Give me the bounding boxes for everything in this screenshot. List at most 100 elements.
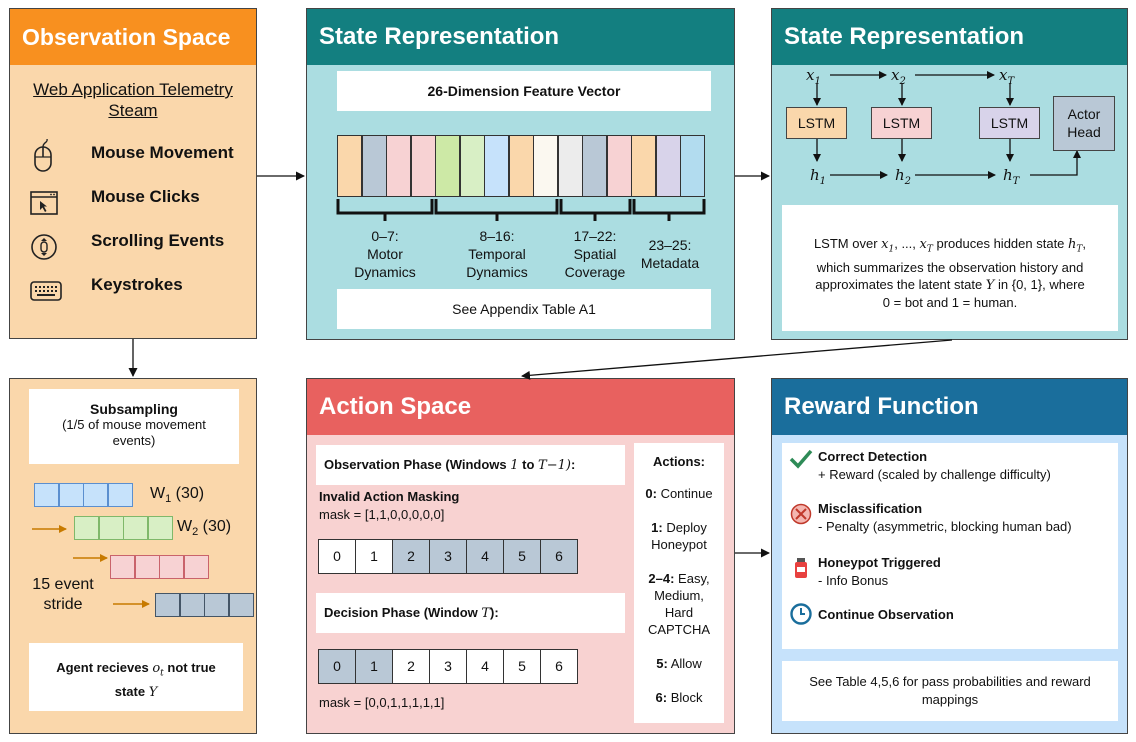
window-cell xyxy=(107,483,133,507)
h2-label: h2 xyxy=(895,166,912,187)
decision-phase-label: Decision Phase (Window T): xyxy=(316,593,625,633)
window-cell xyxy=(110,555,135,579)
feature-cell xyxy=(484,135,509,197)
action-mask-cell: 2 xyxy=(392,649,430,684)
appendix-note: See Appendix Table A1 xyxy=(337,289,711,329)
scrolling-events-label: Scrolling Events xyxy=(91,231,225,250)
window-cell xyxy=(83,483,108,507)
subsampling-panel: Subsampling (1/5 of mouse movement event… xyxy=(9,378,257,734)
state-representation-title: State Representation xyxy=(307,9,734,65)
group-spatial-coverage: 17–22: Spatial Coverage xyxy=(564,228,626,280)
click-window-icon xyxy=(30,191,58,215)
keystrokes-label: Keystrokes xyxy=(91,275,183,294)
group-motor-dynamics: 0–7: Motor Dynamics xyxy=(354,228,416,280)
masking-title: Invalid Action Masking xyxy=(319,489,460,504)
feature-cell xyxy=(508,135,534,197)
stride-arrows xyxy=(32,525,150,608)
group-temporal-dynamics: 8–16: Temporal Dynamics xyxy=(466,228,528,280)
window-2-label: W2 (30) xyxy=(177,518,232,539)
action-mask-cell: 4 xyxy=(466,649,504,684)
action-mask-cell: 1 xyxy=(355,649,393,684)
observation-space-title: Observation Space xyxy=(10,9,256,65)
honeypot-triggered-title: Honeypot Triggered xyxy=(818,555,941,570)
correct-detection-title: Correct Detection xyxy=(818,449,928,464)
observation-space-panel: Observation Space Web Application Teleme… xyxy=(9,8,257,339)
reward-table-note: See Table 4,5,6 for pass probabilities a… xyxy=(782,661,1118,721)
lstm-description: LSTM over x1, ..., xT produces hidden st… xyxy=(782,205,1118,331)
action-mask-cell: 6 xyxy=(540,539,578,574)
correct-detection-desc: + Reward (scaled by challenge difficulty… xyxy=(818,467,1051,482)
cross-circle-icon xyxy=(790,503,812,525)
lstm-cell-1: LSTM xyxy=(786,107,847,139)
action-allow: 5: Allow xyxy=(656,656,702,671)
feature-cell xyxy=(655,135,681,197)
action-space-title: Action Space xyxy=(307,379,734,435)
action-mask-cell: 5 xyxy=(503,539,541,574)
x1-label: x1 xyxy=(806,66,821,87)
window-cell xyxy=(147,516,173,540)
window-cell xyxy=(34,483,59,507)
window-cell xyxy=(204,593,229,617)
window-cell xyxy=(98,516,124,540)
action-continue: 0: Continue xyxy=(645,486,713,501)
x2-label: x2 xyxy=(891,66,906,87)
state-representation-panel: State Representation 26-Dimension Featur… xyxy=(306,8,735,340)
keystrokes-item: Keystrokes xyxy=(28,273,248,309)
action-mask-cell: 5 xyxy=(503,649,541,684)
actor-head: Actor Head xyxy=(1053,96,1115,151)
feature-cell xyxy=(435,135,460,197)
h1-label: h1 xyxy=(810,166,827,187)
mouse-clicks-label: Mouse Clicks xyxy=(91,187,200,206)
action-mask-cell: 6 xyxy=(540,649,578,684)
honeypot-icon xyxy=(795,558,807,578)
feature-cell xyxy=(533,135,558,197)
clock-icon xyxy=(790,603,812,625)
group-metadata: 23–25: Metadata xyxy=(640,237,700,271)
subsampling-box: Subsampling (1/5 of mouse movement event… xyxy=(29,389,239,464)
mask-2: mask = [0,0,1,1,1,1,1] xyxy=(319,695,445,710)
lstm-state-panel: State Representation x1 x2 xT LSTM LSTM … xyxy=(771,8,1128,340)
feature-cell xyxy=(606,135,632,197)
action-mask-cell: 0 xyxy=(318,539,356,574)
hT-label: hT xyxy=(1003,166,1020,187)
feature-cell xyxy=(680,135,705,197)
observation-phase-label: Observation Phase (Windows 1 to T−1): xyxy=(316,445,625,485)
feature-cell xyxy=(582,135,607,197)
action-mask-cell: 4 xyxy=(466,539,504,574)
agent-observation-note: Agent recieves ot not true state Y xyxy=(29,643,243,711)
keyboard-icon xyxy=(30,281,62,301)
mouse-clicks-item: Mouse Clicks xyxy=(28,185,248,221)
feature-cell xyxy=(337,135,362,197)
feature-vector-title: 26-Dimension Feature Vector xyxy=(337,71,711,111)
xT-label: xT xyxy=(999,66,1015,87)
feature-cell xyxy=(410,135,436,197)
action-mask-cell: 1 xyxy=(355,539,393,574)
feature-cell xyxy=(361,135,387,197)
scroll-icon xyxy=(31,234,57,260)
stride-label: 15 event stride xyxy=(32,576,94,613)
telemetry-stream-label: Web Application Telemetry Steam xyxy=(33,80,233,120)
feature-cell xyxy=(631,135,656,197)
window-cell xyxy=(228,593,254,617)
window-cell xyxy=(179,593,205,617)
action-space-panel: Action Space Observation Phase (Windows … xyxy=(306,378,735,734)
check-icon xyxy=(789,449,813,469)
lstm-cell-2: LSTM xyxy=(871,107,932,139)
action-block: 6: Block xyxy=(655,690,703,705)
misclassification-desc: - Penalty (asymmetric, blocking human ba… xyxy=(818,519,1072,534)
window-cell xyxy=(155,593,180,617)
mouse-movement-item: Mouse Movement xyxy=(28,137,248,173)
window-cell xyxy=(183,555,209,579)
reward-function-panel: Reward Function Correct Detection + Rewa… xyxy=(771,378,1128,734)
mouse-icon xyxy=(34,139,52,172)
reward-function-title: Reward Function xyxy=(772,379,1127,435)
window-cell xyxy=(134,555,160,579)
action-mask-cell: 2 xyxy=(392,539,430,574)
feature-cell xyxy=(557,135,583,197)
lstm-state-title: State Representation xyxy=(772,9,1127,65)
window-cell xyxy=(58,483,84,507)
window-cell xyxy=(159,555,184,579)
action-mask-cell: 0 xyxy=(318,649,356,684)
